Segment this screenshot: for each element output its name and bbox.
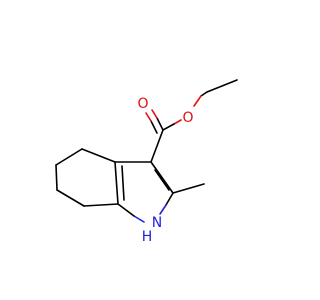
bond-ethyl-ch2-o xyxy=(200,91,208,97)
bond-c2-methyl xyxy=(172,183,205,194)
bond-carbonyl-a xyxy=(156,117,164,131)
nitrogen-h-label: H xyxy=(142,229,153,245)
bond-carbonyl-b-o xyxy=(145,112,152,122)
bond-c4-c5 xyxy=(55,148,83,166)
bond-c6-c7 xyxy=(56,189,85,207)
bond-c2-n-black xyxy=(165,192,174,206)
molecule-drawing: O O N H xyxy=(55,79,238,245)
bond-c3-c2 xyxy=(150,161,174,194)
bond-n-c7a-black xyxy=(117,203,135,217)
bond-carbonyl-b xyxy=(150,120,158,134)
bond-n-c7a xyxy=(133,215,145,223)
nitrogen-label: N xyxy=(152,215,162,231)
carbonyl-oxygen-label: O xyxy=(137,96,148,112)
bond-c3-c2-inner xyxy=(154,169,170,191)
bond-carbonyl-a-o xyxy=(151,109,158,119)
bond-c2-n xyxy=(159,204,167,215)
ester-oxygen-label: O xyxy=(182,110,193,126)
bond-c7-c7a xyxy=(83,203,119,207)
bond-ester-o-carbon xyxy=(162,123,175,131)
structure-canvas: O O N H xyxy=(55,79,238,245)
bond-c3a-c4 xyxy=(81,148,116,163)
bond-c7a-c3a xyxy=(114,161,119,205)
bond-c5-c6 xyxy=(55,164,58,191)
bond-carbonyl-c3 xyxy=(150,129,164,163)
bond-ester-o-left xyxy=(173,119,182,125)
bond-ethyl-o xyxy=(193,95,202,107)
bond-c7a-c3a-inner xyxy=(121,165,125,201)
bond-ethyl-ch3-ch2 xyxy=(206,79,238,93)
